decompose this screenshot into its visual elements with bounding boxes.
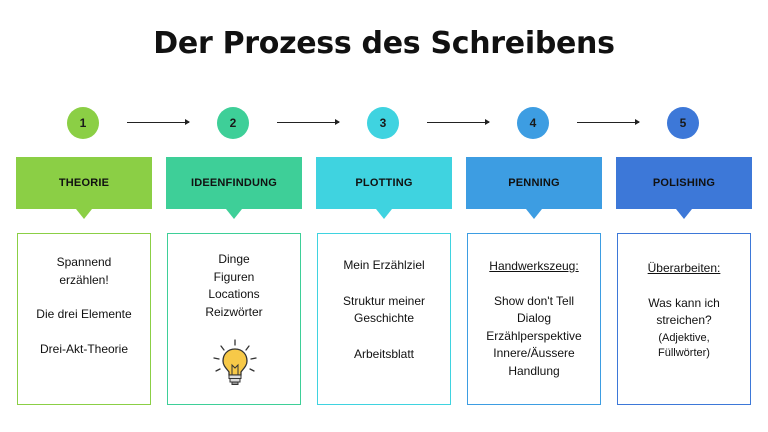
card-line: Arbeitsblatt — [353, 346, 415, 361]
card-theorie: Spannend erzählen! Die drei Elemente Dre… — [17, 233, 151, 405]
phase-label: PLOTTING — [355, 177, 413, 189]
card-heading: Überarbeiten: — [647, 261, 721, 275]
card-heading: Handwerkszeug: — [489, 259, 579, 273]
arrow-2-3 — [277, 119, 340, 125]
card-line: Figuren — [213, 269, 255, 284]
phase-plotting: PLOTTING — [316, 157, 452, 219]
card-penning: Handwerkszeug: Show don't Tell Dialog Er… — [467, 233, 601, 405]
card-line: Locations — [208, 287, 260, 301]
step-circle-1: 1 — [67, 107, 99, 139]
card-line: (Adjektive, — [658, 331, 710, 344]
card-ideenfindung: Dinge Figuren Locations Reizwörter — [167, 233, 301, 405]
card-line: Was kann ich — [648, 295, 720, 310]
card-line: Dialog — [516, 311, 552, 325]
lightbulb-icon — [213, 339, 257, 385]
card-line: Dinge — [218, 252, 250, 266]
step-circle-4: 4 — [517, 107, 549, 139]
card-line: Innere/Äussere — [493, 346, 575, 360]
card-line: Reizwörter — [205, 304, 263, 319]
card-line: Füllwörter) — [658, 346, 710, 359]
card-line: Show don't Tell — [493, 293, 575, 308]
step-circle-2: 2 — [217, 107, 249, 139]
card-line: Handlung — [508, 363, 560, 378]
step-circle-5: 5 — [667, 107, 699, 139]
arrow-4-5 — [577, 119, 640, 125]
card-line: erzählen! — [59, 272, 109, 287]
phase-label: THEORIE — [58, 177, 110, 189]
card-line: Die drei Elemente — [36, 307, 132, 321]
phase-label: POLISHING — [652, 177, 716, 189]
card-line: Erzählperspektive — [486, 328, 582, 343]
page-title: Der Prozess des Schreibens — [153, 26, 615, 61]
card-line: Mein Erzählziel — [343, 258, 425, 272]
card-line: Drei-Akt-Theorie — [39, 341, 129, 356]
card-line: Spannend — [56, 255, 112, 269]
card-line: streichen? — [656, 313, 712, 327]
arrow-3-4 — [427, 119, 490, 125]
arrow-1-2 — [127, 119, 190, 125]
phase-label: PENNING — [508, 177, 560, 189]
card-line: Geschichte — [353, 311, 415, 325]
card-polishing: Überarbeiten: Was kann ich streichen? (A… — [617, 233, 751, 405]
step-circle-3: 3 — [367, 107, 399, 139]
phase-label: IDEENFINDUNG — [190, 177, 278, 189]
phase-polishing: POLISHING — [616, 157, 752, 219]
card-line: Struktur meiner — [342, 293, 426, 308]
phase-theorie: THEORIE — [16, 157, 152, 219]
phase-penning: PENNING — [466, 157, 602, 219]
card-plotting: Mein Erzählziel Struktur meiner Geschich… — [317, 233, 451, 405]
phase-ideenfindung: IDEENFINDUNG — [166, 157, 302, 219]
